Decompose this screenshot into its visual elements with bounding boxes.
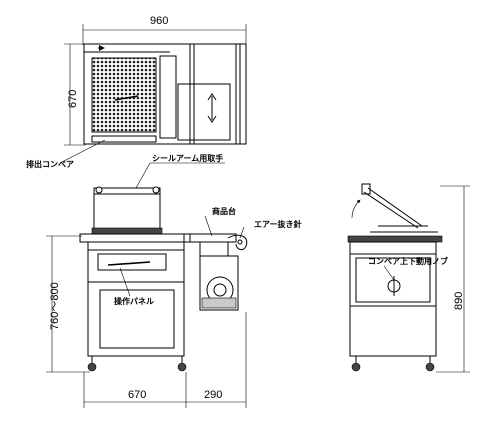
label-conveyor-switch: コンベア上下動用ノブ bbox=[368, 256, 448, 281]
label-discharge-conveyor: 排出コンベア bbox=[26, 139, 106, 169]
svg-text:商品台: 商品台 bbox=[212, 206, 236, 216]
dim-960-label: 960 bbox=[150, 15, 168, 27]
dim-top-depth: 670 bbox=[64, 43, 86, 146]
svg-text:エアー抜き針: エアー抜き針 bbox=[254, 219, 302, 229]
label-seal-arm-handle: シールアーム用取手 bbox=[135, 153, 225, 189]
conveyor-mesh bbox=[91, 57, 157, 133]
front-wheel-right bbox=[177, 362, 187, 372]
dim-290-label: 290 bbox=[204, 389, 222, 401]
label-control-panel: 操作パネル bbox=[114, 267, 154, 306]
side-view bbox=[347, 183, 443, 372]
dim-760-800-label: 760～800 bbox=[49, 282, 61, 330]
dim-890-label: 890 bbox=[453, 292, 465, 310]
label-air-vent-needle: エアー抜き針 bbox=[239, 219, 302, 239]
dim-top-width: 960 bbox=[82, 15, 247, 45]
dim-side-height: 890 bbox=[436, 185, 470, 373]
front-wheel-left bbox=[87, 362, 97, 372]
side-wheel-left bbox=[351, 362, 361, 372]
label-product-table: 商品台 bbox=[204, 206, 236, 237]
top-view: 960 670 bbox=[64, 15, 247, 146]
svg-text:操作パネル: 操作パネル bbox=[114, 296, 154, 306]
up-down-arrow-icon bbox=[207, 93, 217, 123]
side-wheel-right bbox=[425, 362, 435, 372]
dim-front-width: 670 290 bbox=[83, 312, 247, 408]
dim-670-front-label: 670 bbox=[128, 389, 146, 401]
dim-front-height: 760～800 bbox=[46, 235, 90, 373]
dim-670-top-label: 670 bbox=[67, 90, 79, 108]
svg-text:シールアーム用取手: シールアーム用取手 bbox=[152, 153, 223, 163]
front-view bbox=[79, 186, 248, 372]
svg-text:コンベア上下動用ノブ: コンベア上下動用ノブ bbox=[368, 256, 448, 266]
svg-text:排出コンベア: 排出コンベア bbox=[26, 159, 74, 169]
